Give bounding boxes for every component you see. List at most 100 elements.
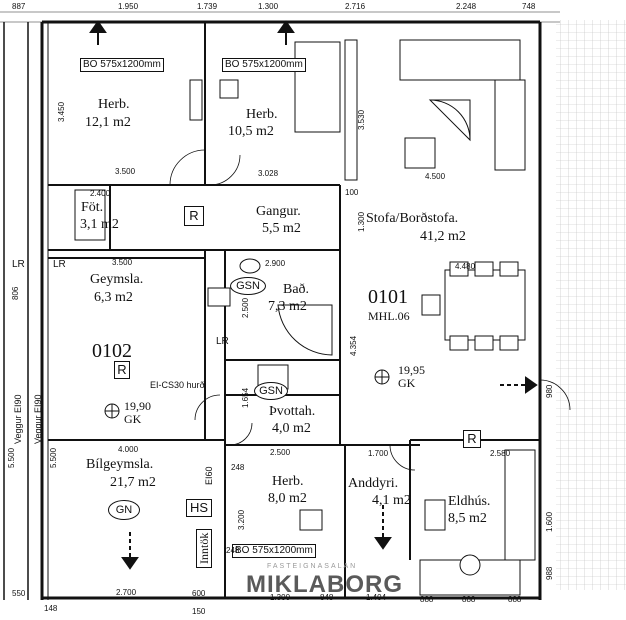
vdim-3450: 3.450 [57, 101, 66, 122]
room-gangur-name: Gangur. [256, 204, 301, 219]
dim-top-2: 1.950 [118, 2, 139, 11]
dim-top-4: 1.300 [258, 2, 279, 11]
living-room-furniture [399, 39, 526, 351]
room-herb2-name: Herb. [246, 107, 278, 122]
dim-2580: 2.580 [490, 449, 511, 458]
dim-bottom-7: 1.404 [366, 593, 387, 602]
dim-top-1: 887 [12, 2, 26, 11]
room-eldhus-name: Eldhús. [448, 494, 491, 509]
radiator-box-1: R [184, 206, 204, 226]
unit-0101-sub: MHL.06 [368, 309, 410, 323]
vdim-980: 980 [545, 384, 554, 398]
level-label-1: GK [398, 376, 416, 390]
room-eldhus-area: 8,5 m2 [448, 511, 487, 526]
wall-rating-2: Veggur EI90 [33, 394, 43, 444]
dim-1700: 1.700 [368, 449, 389, 458]
vdim-3200: 3.200 [237, 509, 246, 530]
room-herb1-name: Herb. [98, 97, 130, 112]
level-value-2: 19,90 [124, 399, 151, 413]
room-bad-name: Bað. [283, 282, 310, 297]
room-fot-name: Föt. [81, 200, 104, 215]
vdim-988: 988 [545, 566, 554, 580]
watermark-logo: MIKLABORG [246, 571, 403, 598]
window-label-3: BO 575x1200mm [232, 544, 316, 558]
inntok-label: Inntök [196, 528, 212, 568]
room-herb3-area: 8,0 m2 [268, 491, 307, 506]
interior-walls [48, 22, 540, 598]
dim-3500a: 3.500 [115, 167, 136, 176]
room-bad-area: 7,3 m2 [268, 299, 307, 314]
watermark-sub: FASTEIGNASALAN [267, 563, 358, 570]
gsn-label-2: GSN [254, 382, 288, 400]
room-gangur-area: 5,5 m2 [262, 221, 301, 236]
level-value-1: 19,95 [398, 363, 425, 377]
dim-2700: 2.700 [116, 588, 137, 597]
exterior-terrace [556, 20, 626, 590]
vdim-1300: 1.300 [357, 211, 366, 232]
radiator-box-3: R [463, 430, 481, 448]
lr-label-3: LR [216, 336, 229, 347]
vdim-806: 806 [11, 286, 20, 300]
vdim-1600: 1.600 [545, 511, 554, 532]
bath-fixtures [207, 258, 333, 390]
window-label-2: BO 575x1200mm [222, 58, 306, 72]
level-markers [104, 369, 390, 419]
dim-100: 100 [345, 188, 359, 197]
room-thvottah-area: 4,0 m2 [272, 421, 311, 436]
dim-2400: 2.400 [90, 189, 111, 198]
dim-bottom-4: 150 [192, 607, 206, 616]
vdim-1654: 1.654 [241, 387, 250, 408]
room-thvottah-name: Þvottah. [269, 404, 316, 419]
dim-3500b: 3.500 [112, 258, 133, 267]
bedroom-furniture [74, 39, 358, 531]
door-swings [169, 149, 571, 471]
vdim-5500b: 5.500 [49, 447, 58, 468]
dim-248a: 248 [231, 463, 245, 472]
dim-bottom-1: 550 [12, 589, 26, 598]
dim-top-5: 2.716 [345, 2, 366, 11]
hs-label: HS [186, 499, 212, 517]
room-herb3-name: Herb. [272, 474, 304, 489]
room-herb2-area: 10,5 m2 [228, 124, 274, 139]
room-anddyri-area: 4,1 m2 [372, 493, 411, 508]
room-stofa-name: Stofa/Borðstofa. [366, 211, 459, 226]
door-rating-label: EI-CS30 hurð [150, 380, 205, 390]
window-label-1: BO 575x1200mm [80, 58, 164, 72]
room-geymsla-area: 6,3 m2 [94, 290, 133, 305]
room-anddyri-name: Anddyri. [348, 476, 399, 491]
vdim-4354: 4.354 [349, 335, 358, 356]
dim-4480: 4.480 [455, 262, 476, 271]
wall-rating-1: Veggur EI90 [13, 394, 23, 444]
dim-bottom-6: 848 [320, 593, 334, 602]
direction-arrows [89, 20, 538, 570]
dim-bottom-2: 600 [192, 589, 206, 598]
vdim-2500: 2.500 [241, 297, 250, 318]
dim-bottom-5: 1.300 [270, 593, 291, 602]
kitchen-fixtures [419, 449, 536, 596]
room-stofa-area: 41,2 m2 [420, 229, 466, 244]
gn-label: GN [108, 500, 140, 520]
lr-label-2: LR [53, 259, 66, 270]
dim-top-3: 1.739 [197, 2, 218, 11]
vdim-3530: 3.530 [357, 109, 366, 130]
lr-label-1: LR [12, 259, 25, 270]
dim-bottom-8: 888 [420, 595, 434, 604]
dim-top-7: 748 [522, 2, 536, 11]
room-bilgeymsla-name: Bílgeymsla. [86, 457, 154, 472]
dim-bottom-9: 888 [462, 595, 476, 604]
dim-bottom-3: 148 [44, 604, 58, 613]
dim-3028: 3.028 [258, 169, 279, 178]
unit-0102: 0102 [92, 340, 132, 362]
room-herb1-area: 12,1 m2 [85, 115, 131, 130]
room-geymsla-name: Geymsla. [90, 272, 144, 287]
room-fot-area: 3,1 m2 [80, 217, 119, 232]
dim-top-6: 2.248 [456, 2, 477, 11]
vdim-5500a: 5.500 [7, 447, 16, 468]
gsn-label-1: GSN [230, 277, 266, 295]
dim-2900: 2.900 [265, 259, 286, 268]
level-label-2: GK [124, 412, 142, 426]
radiator-box-2: R [114, 361, 130, 379]
dim-bottom-10: 888 [508, 595, 522, 604]
outer-walls [3, 20, 542, 600]
